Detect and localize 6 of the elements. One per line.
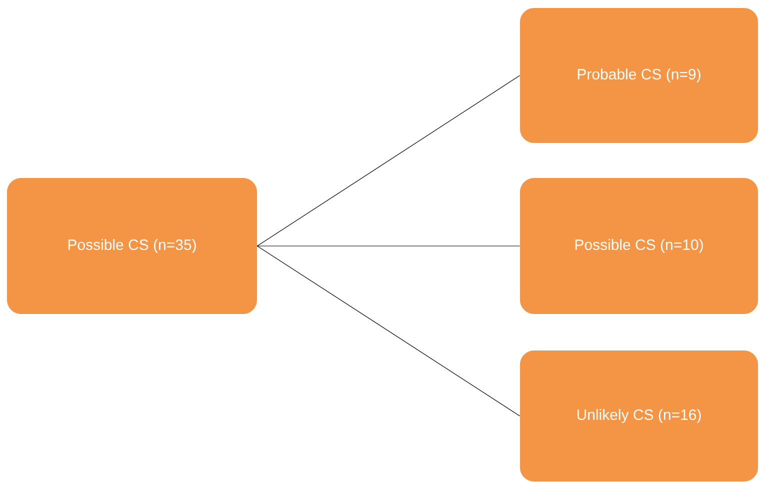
process-box: Possible CS (n=35): [7, 178, 257, 314]
connector-line: [256, 246, 520, 416]
process-box: Possible CS (n=10): [520, 178, 758, 314]
connector-line: [256, 75, 520, 246]
process-box: Unlikely CS (n=16): [520, 350, 758, 482]
process-box: Probable CS (n=9): [520, 8, 758, 143]
